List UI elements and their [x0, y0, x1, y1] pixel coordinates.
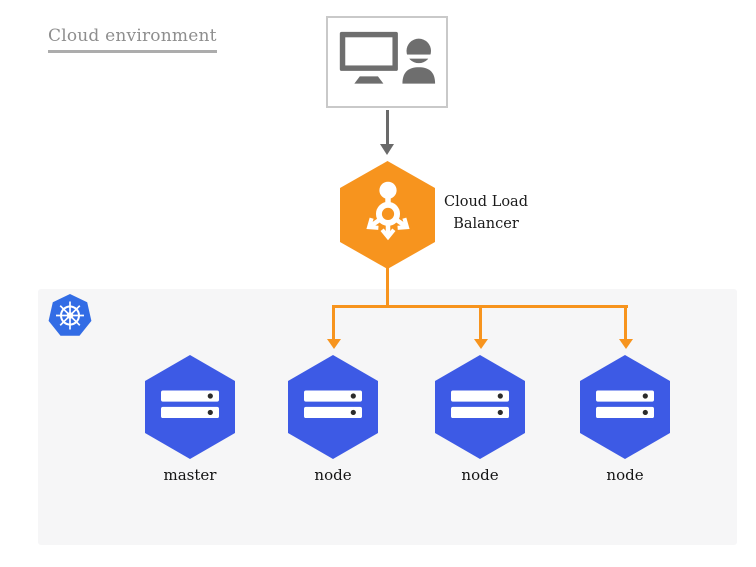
master-node-hexagon: [145, 355, 235, 459]
server-icon: [161, 389, 219, 425]
lb-to-node2-arrow-head: [473, 339, 488, 349]
server-icon: [304, 389, 362, 425]
worker-node-label: node: [606, 466, 644, 484]
load-balancer-label: Cloud Load Balancer: [444, 194, 528, 232]
lb-to-node3-arrow-head: [618, 339, 633, 349]
monitor-user-icon: [338, 29, 436, 95]
lb-to-node1-shaft: [332, 305, 335, 341]
server-icon: [596, 389, 654, 425]
lb-to-node1-arrow-head: [326, 339, 341, 349]
client-to-lb-arrow-head: [380, 144, 394, 155]
lb-to-node3-shaft: [624, 305, 627, 341]
kubernetes-logo: [47, 293, 93, 339]
worker-node-hexagon: [435, 355, 525, 459]
server-icon: [451, 389, 509, 425]
master-node-label: master: [163, 466, 217, 484]
client-to-lb-arrow-shaft: [386, 110, 389, 146]
lb-to-node2-shaft: [479, 305, 482, 341]
worker-node-label: node: [461, 466, 499, 484]
load-balancer-icon: [359, 179, 417, 251]
lb-connector-stub: [386, 267, 389, 308]
cloud-environment-title: Cloud environment: [48, 26, 217, 53]
worker-node-label: node: [314, 466, 352, 484]
cloud-load-balancer-hexagon: [340, 161, 435, 269]
worker-node-hexagon: [580, 355, 670, 459]
client-box: [326, 16, 448, 108]
worker-node-hexagon: [288, 355, 378, 459]
